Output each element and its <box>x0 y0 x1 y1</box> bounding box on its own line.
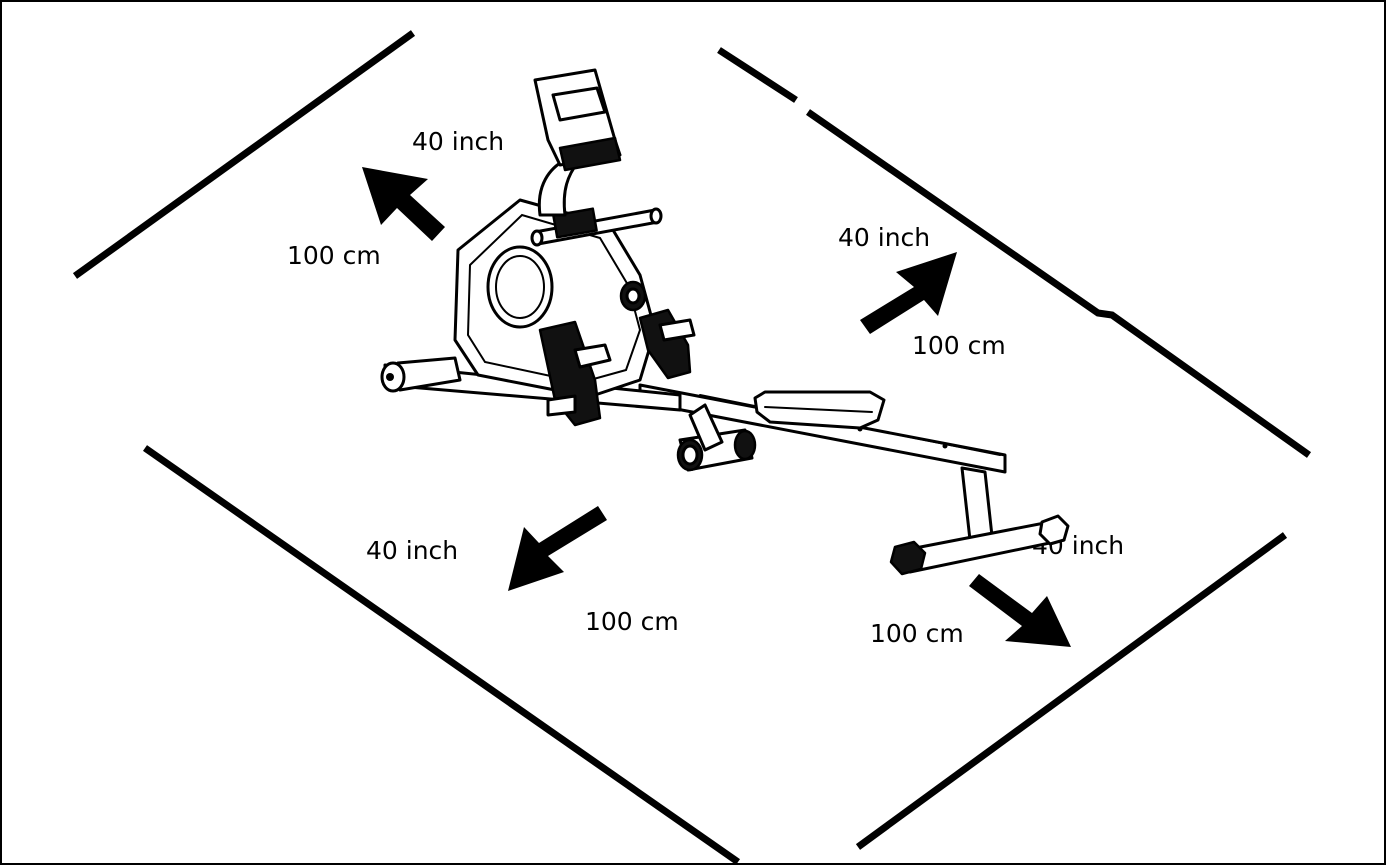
boundary-line-bottom-left <box>142 445 741 865</box>
label-back-left-inch: 40 inch <box>412 127 504 156</box>
monitor-screen <box>551 86 607 122</box>
boundary-line-top-right-dash <box>717 47 798 103</box>
label-back-left-cm: 100 cm <box>287 241 381 270</box>
rear-foot-cap <box>889 540 927 576</box>
arrow-back-right <box>860 252 957 334</box>
boundary-line-top-right <box>806 109 1312 458</box>
label-front-left-cm: 100 cm <box>585 607 679 636</box>
arrow-back-left <box>362 167 445 241</box>
label-back-right-cm: 100 cm <box>912 331 1006 360</box>
label-front-left-inch: 40 inch <box>366 536 458 565</box>
clearance-boundary <box>72 30 1312 865</box>
arrow-front-right <box>969 574 1071 647</box>
rear-leg <box>960 466 994 542</box>
boundary-line-top-left <box>72 30 416 279</box>
strut <box>688 403 724 452</box>
arrow-icon <box>362 167 445 241</box>
monitor-tray <box>558 136 622 172</box>
arrow-icon <box>860 252 957 334</box>
label-back-right-inch: 40 inch <box>838 223 930 252</box>
flywheel-cover <box>486 245 554 329</box>
boundary-line-bottom-right <box>855 532 1288 850</box>
rowing-machine-icon <box>380 68 1070 576</box>
arrow-icon <box>969 574 1071 647</box>
label-front-right-cm: 100 cm <box>870 619 964 648</box>
arrow-front-left <box>508 506 607 591</box>
arrow-icon <box>508 506 607 591</box>
